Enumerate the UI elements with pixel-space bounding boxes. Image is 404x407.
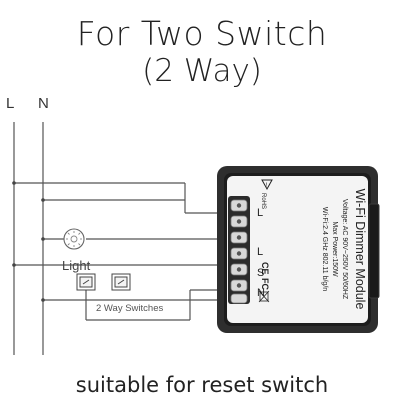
pin-l-label: L xyxy=(257,207,263,219)
pin-l1-label: L xyxy=(257,246,263,258)
ce-mark: CE xyxy=(260,262,270,275)
pin-s-label: S xyxy=(257,267,264,279)
weee-bin-icon xyxy=(258,290,270,303)
junction-dot xyxy=(41,298,45,302)
bulb-icon xyxy=(63,228,85,250)
switch-icon xyxy=(76,273,96,291)
module-label-group: Wi-Fi Dimmer Module Voltage: AC 90V~250V… xyxy=(321,189,367,310)
switch-icon xyxy=(111,273,131,291)
module-wifi: Wi-Fi:2.4 GHz 802.11 b/g/n xyxy=(321,207,328,291)
terminal-l-label: L xyxy=(6,95,14,112)
title-line-2: (2 Way) xyxy=(142,53,262,89)
module-name: Wi-Fi Dimmer Module xyxy=(353,189,367,310)
junction-dot xyxy=(12,181,16,185)
switches-label: 2 Way Switches xyxy=(96,303,163,314)
module-voltage: Voltage: AC 90V~250V 50/60HZ xyxy=(341,199,348,300)
light-label: Light xyxy=(62,258,91,273)
warning-icon: ! xyxy=(261,179,273,191)
junction-dot xyxy=(12,263,16,267)
terminal-n-label: N xyxy=(38,95,49,112)
dimmer-module xyxy=(217,166,380,333)
title-line-1: For Two Switch xyxy=(76,14,328,53)
junction-dot xyxy=(41,198,45,202)
junction-dot xyxy=(41,237,45,241)
fc-mark: FC xyxy=(260,278,270,290)
svg-text:!: ! xyxy=(266,183,268,189)
module-max-power: Max Power:150W xyxy=(331,221,338,277)
footer-caption: suitable for reset switch xyxy=(75,373,329,397)
rohs-mark: RoHS xyxy=(260,193,266,209)
